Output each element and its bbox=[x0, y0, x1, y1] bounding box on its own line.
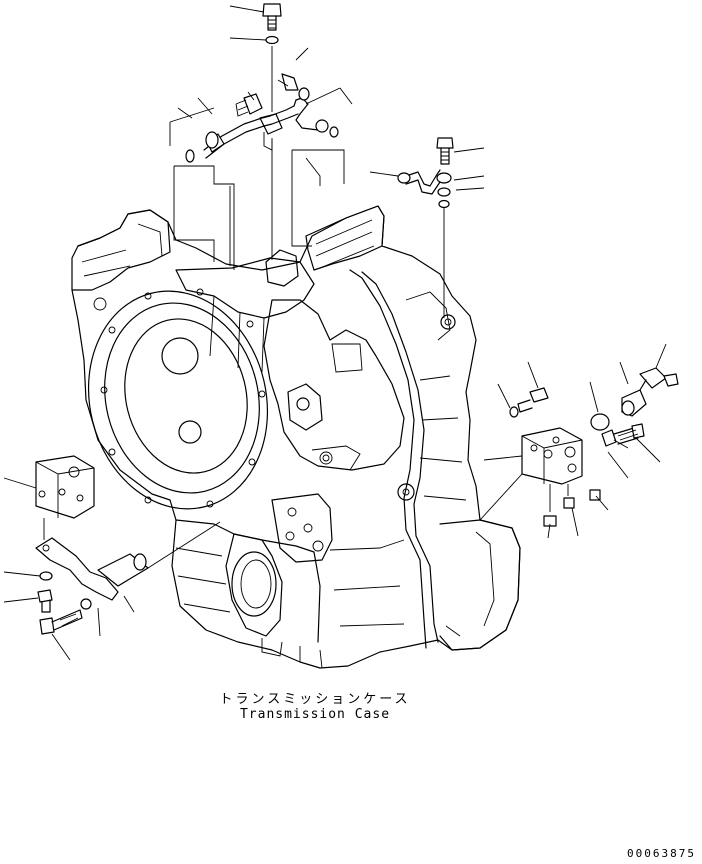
bolt-top-right bbox=[436, 137, 454, 149]
valve-bolt bbox=[529, 387, 549, 403]
caption-japanese: トランスミッションケース bbox=[219, 692, 411, 707]
washer-top bbox=[265, 35, 279, 45]
bolt-left-2 bbox=[39, 617, 55, 635]
mounting-bracket bbox=[35, 537, 119, 601]
top-right-pipe bbox=[397, 137, 454, 318]
bolt-banjo-right bbox=[281, 73, 299, 91]
washer-left bbox=[39, 571, 53, 581]
document-number: 00063875 bbox=[627, 847, 696, 860]
plug-2 bbox=[563, 497, 575, 509]
plug-1 bbox=[543, 515, 557, 527]
bolt-left-1 bbox=[37, 589, 53, 603]
top-pipe-assembly bbox=[169, 3, 353, 270]
bolt-banjo-left bbox=[243, 93, 263, 115]
filter-block bbox=[35, 455, 95, 519]
bolt-top bbox=[262, 3, 282, 17]
washer-left-banjo bbox=[185, 149, 195, 163]
left-block-assembly bbox=[3, 455, 221, 661]
washer-top-right bbox=[437, 187, 451, 197]
valve-block-assembly bbox=[479, 343, 679, 539]
transmission-case bbox=[71, 205, 521, 669]
o-ring bbox=[590, 413, 610, 431]
leader-lines-top bbox=[229, 5, 485, 191]
caption-english: Transmission Case bbox=[239, 707, 391, 722]
side-bolt bbox=[601, 429, 617, 447]
